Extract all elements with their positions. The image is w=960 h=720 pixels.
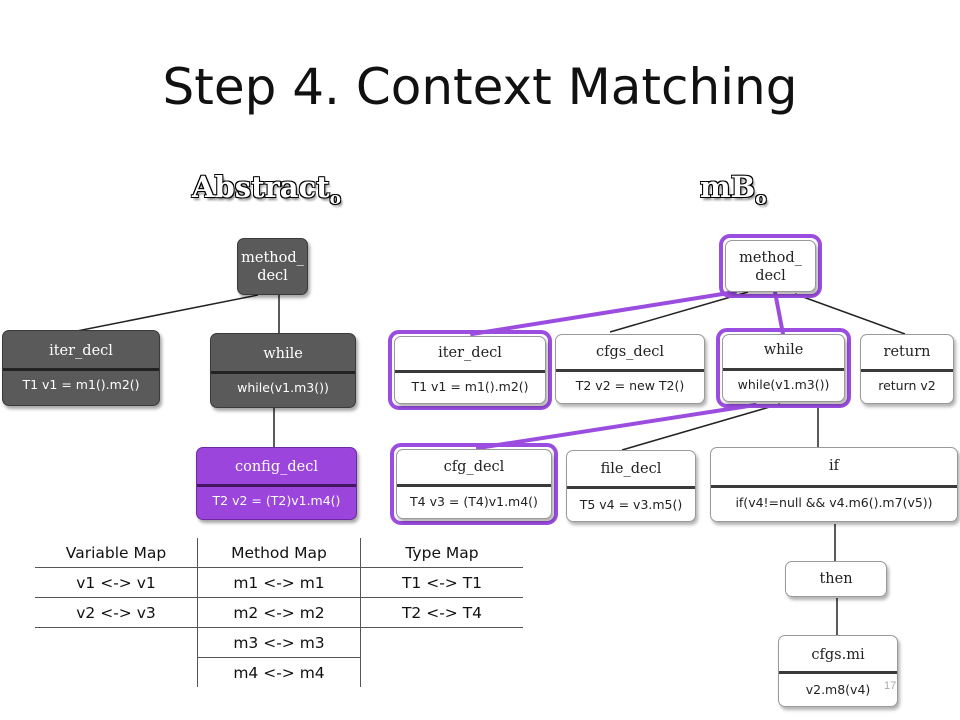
match-edge-while-cfg (476, 403, 757, 450)
mb-iter-decl-node: iter_decl T1 v1 = m1().m2() (394, 336, 546, 404)
mb-heading-subscript: o (755, 188, 767, 209)
abs-config-decl-code: T2 v2 = (T2)v1.m4() (212, 493, 341, 508)
mb-cfg-decl-node: cfg_decl T4 v3 = (T4)v1.m4() (396, 449, 552, 519)
abs-while-code: while(v1.m3()) (237, 380, 329, 395)
abs-while-node: while while(v1.m3()) (210, 333, 356, 408)
maps-row: m4 <-> m4 (35, 657, 524, 688)
mb-cfgs-mi-node: cfgs.mi v2.m8(v4) (778, 635, 898, 707)
maps-cell: T1 <-> T1 (360, 567, 523, 598)
abs-config-decl-node: config_decl T2 v2 = (T2)v1.m4() (196, 447, 357, 520)
abstract-heading-subscript: o (329, 188, 341, 209)
mb-while-code: while(v1.m3()) (737, 377, 830, 392)
match-highlight-iter-decl (388, 330, 552, 410)
edge-mb-while-file (621, 403, 781, 451)
mb-method-decl-node: method_ decl (725, 240, 816, 292)
mb-return-label: return (883, 344, 931, 360)
maps-header-variable: Variable Map (35, 538, 198, 568)
mb-iter-decl-label: iter_decl (438, 345, 502, 361)
mb-then-node: then (785, 561, 887, 597)
mb-cfgs-decl-code: T2 v2 = new T2() (575, 378, 685, 393)
maps-cell: m3 <-> m3 (197, 627, 361, 658)
maps-cell: m4 <-> m4 (197, 657, 361, 687)
maps-table: Variable Map Method Map Type Map v1 <-> … (35, 538, 523, 687)
mb-cfgs-mi-label: cfgs.mi (811, 647, 865, 663)
slide-title: Step 4. Context Matching (162, 58, 798, 116)
abs-config-decl-label: config_decl (234, 459, 318, 475)
maps-row: v1 <-> v1 m1 <-> m1 T1 <-> T1 (35, 567, 523, 598)
mb-cfgs-decl-node: cfgs_decl T2 v2 = new T2() (555, 334, 705, 404)
mb-heading-text: mB (700, 170, 756, 204)
mb-iter-decl-code: T1 v1 = m1().m2() (411, 379, 529, 394)
mb-method-decl-label: method_ decl (739, 250, 802, 284)
maps-row: m3 <-> m3 (35, 627, 524, 658)
maps-header-row: Variable Map Method Map Type Map (35, 538, 523, 568)
abs-iter-decl-code: T1 v1 = m1().m2() (22, 377, 140, 392)
mb-file-decl-label: file_decl (600, 461, 662, 477)
edge-abs-method-iter (71, 294, 259, 333)
page-number: 17 (884, 680, 897, 692)
mb-if-node: if if(v4!=null && v4.m6().m7(v5)) (710, 447, 958, 522)
abs-method-decl-node: method_ decl (237, 238, 308, 295)
mb-cfgs-decl-label: cfgs_decl (595, 344, 665, 360)
match-edge-method-while (773, 290, 785, 336)
maps-header-method: Method Map (197, 538, 361, 568)
match-highlight-while (716, 328, 851, 408)
maps-cell: m1 <-> m1 (197, 567, 361, 598)
mb-while-node: while while(v1.m3()) (722, 334, 845, 402)
mb-heading: mBo (700, 170, 767, 209)
abs-iter-decl-node: iter_decl T1 v1 = m1().m2() (2, 330, 160, 406)
maps-cell: m2 <-> m2 (197, 597, 361, 628)
maps-cell (361, 658, 524, 688)
maps-header-type: Type Map (360, 538, 523, 568)
mb-while-label: while (763, 342, 804, 358)
abstract-heading-text: Abstract (192, 170, 330, 204)
mb-return-node: return return v2 (860, 334, 954, 404)
mb-cfg-decl-label: cfg_decl (443, 459, 505, 475)
abs-while-label: while (263, 346, 303, 362)
match-highlight-method-decl (719, 234, 822, 298)
maps-cell (361, 628, 524, 658)
abstract-heading: Abstracto (192, 170, 341, 209)
abs-iter-decl-label: iter_decl (49, 343, 113, 359)
edge-mb-method-return (794, 293, 906, 335)
maps-cell: T2 <-> T4 (360, 597, 523, 628)
maps-row: v2 <-> v3 m2 <-> m2 T2 <-> T4 (35, 597, 523, 628)
maps-cell: v1 <-> v1 (35, 567, 198, 598)
maps-cell (35, 658, 198, 688)
mb-cfg-decl-code: T4 v3 = (T4)v1.m4() (410, 494, 538, 509)
mb-then-label: then (819, 571, 853, 587)
mb-if-label: if (828, 458, 839, 474)
match-edge-method-iter (470, 290, 737, 336)
maps-cell: v2 <-> v3 (35, 597, 198, 628)
mb-file-decl-code: T5 v4 = v3.m5() (579, 497, 683, 512)
maps-cell (35, 628, 198, 658)
mb-return-code: return v2 (878, 378, 936, 393)
mb-if-code: if(v4!=null && v4.m6().m7(v5)) (735, 495, 933, 510)
match-highlight-cfg-decl (390, 443, 558, 525)
mb-file-decl-node: file_decl T5 v4 = v3.m5() (566, 450, 696, 522)
abs-method-decl-label: method_ decl (241, 250, 304, 284)
edge-mb-method-cfgs (609, 291, 749, 333)
mb-cfgs-mi-code: v2.m8(v4) (805, 682, 871, 697)
